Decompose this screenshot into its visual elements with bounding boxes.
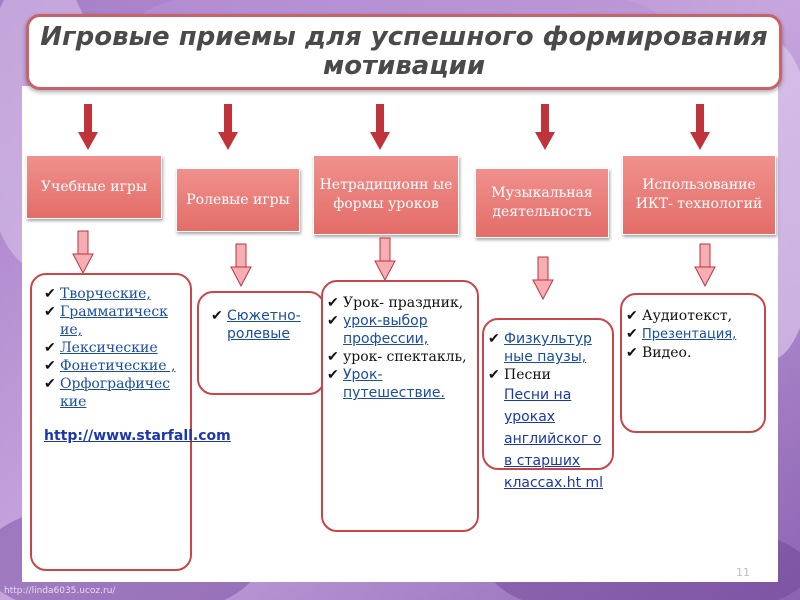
list-item: ✔Сюжетно- ролевые: [211, 307, 315, 343]
checkmark-icon: ✔: [488, 331, 500, 347]
category-ict: Использование ИКТ- технологий: [622, 155, 776, 235]
list-item-link[interactable]: Фонетические ,: [60, 358, 176, 374]
list-item: ✔Урок- праздник,: [327, 295, 464, 311]
card-ict: ✔Аудиотекст, ✔ Презентация, ✔Видео.: [620, 293, 766, 433]
list-item-link[interactable]: урок-выбор профессии,: [343, 313, 429, 347]
songs-link[interactable]: Песни на уроках английског о в старших к…: [504, 387, 604, 491]
arrow-down-icon: [535, 104, 555, 150]
list-item: ✔урок- спектакль,: [327, 349, 467, 365]
category-music-activity: Музыкальная деятельность: [475, 168, 609, 238]
arrow-down-icon: [532, 256, 554, 300]
checkmark-icon: ✔: [44, 340, 56, 356]
starfall-link[interactable]: http://www.starfall.com: [44, 428, 231, 444]
list-item-link[interactable]: Физкультур ные паузы,: [504, 331, 592, 365]
list-item-link[interactable]: Орфографичес кие: [60, 376, 171, 410]
checkmark-icon: ✔: [44, 376, 56, 392]
checkmark-icon: ✔: [211, 308, 223, 324]
list-item: ✔Видео.: [626, 345, 692, 361]
list-item-link[interactable]: Сюжетно- ролевые: [227, 308, 301, 342]
list-item: ✔Аудиотекст,: [626, 308, 733, 324]
footer-url: http://linda6035.ucoz.ru/: [4, 586, 116, 596]
checkmark-icon: ✔: [626, 308, 638, 324]
category-nontraditional-lessons: Нетрадиционн ые формы уроков: [313, 155, 459, 235]
list-item: ✔Орфографичес кие: [44, 375, 180, 411]
list-item: ✔Грамматическ ие,: [44, 303, 180, 339]
arrow-down-icon: [690, 104, 710, 150]
category-role-games: Ролевые игры: [176, 168, 300, 232]
list-item: ✔Песни: [488, 367, 551, 383]
title-box: Игровые приемы для успешного формировани…: [26, 14, 782, 90]
checkmark-icon: ✔: [44, 304, 56, 320]
list-item: ✔Лексические: [44, 339, 180, 357]
checkmark-icon: ✔: [327, 313, 339, 329]
checkmark-icon: ✔: [327, 349, 339, 365]
list-item-link[interactable]: Презентация,: [642, 327, 737, 342]
checkmark-icon: ✔: [626, 345, 638, 361]
checkmark-icon: ✔: [327, 295, 339, 311]
arrow-down-icon: [694, 243, 716, 287]
category-educational-games: Учебные игры: [26, 155, 162, 219]
arrow-down-icon: [78, 104, 98, 150]
checkmark-icon: ✔: [44, 286, 56, 302]
list-item: ✔Урок- путешествие.: [327, 366, 469, 402]
page-title: Игровые приемы для успешного формировани…: [40, 22, 768, 81]
list-item: ✔Творческие,: [44, 285, 180, 303]
arrow-down-icon: [370, 104, 390, 150]
list-item-link[interactable]: Лексические: [60, 340, 158, 356]
list-item-link[interactable]: Урок- путешествие.: [343, 367, 445, 401]
arrow-down-icon: [374, 237, 396, 281]
list-item: ✔Физкультур ные паузы,: [488, 330, 606, 366]
card-role-games: ✔Сюжетно- ролевые: [197, 291, 325, 395]
arrow-down-icon: [218, 104, 238, 150]
checkmark-icon: ✔: [327, 367, 339, 383]
card-music-activity: ✔Физкультур ные паузы, ✔Песни Песни на у…: [482, 318, 614, 491]
checkmark-icon: ✔: [44, 358, 56, 374]
checkmark-icon: ✔: [488, 367, 500, 383]
arrow-down-icon: [230, 243, 252, 287]
list-item-link[interactable]: Творческие,: [60, 286, 151, 302]
page-number: 11: [736, 566, 750, 579]
arrow-down-icon: [72, 230, 94, 274]
list-item: ✔ Презентация,: [626, 325, 758, 344]
checkmark-icon: ✔: [626, 326, 638, 342]
card-educational-games: ✔Творческие, ✔Грамматическ ие, ✔Лексичес…: [30, 273, 231, 571]
list-item: ✔Фонетические ,: [44, 357, 180, 375]
list-item: ✔урок-выбор профессии,: [327, 312, 469, 348]
list-item-link[interactable]: Грамматическ ие,: [60, 304, 168, 338]
card-nontraditional-lessons: ✔Урок- праздник, ✔урок-выбор профессии, …: [321, 280, 479, 532]
